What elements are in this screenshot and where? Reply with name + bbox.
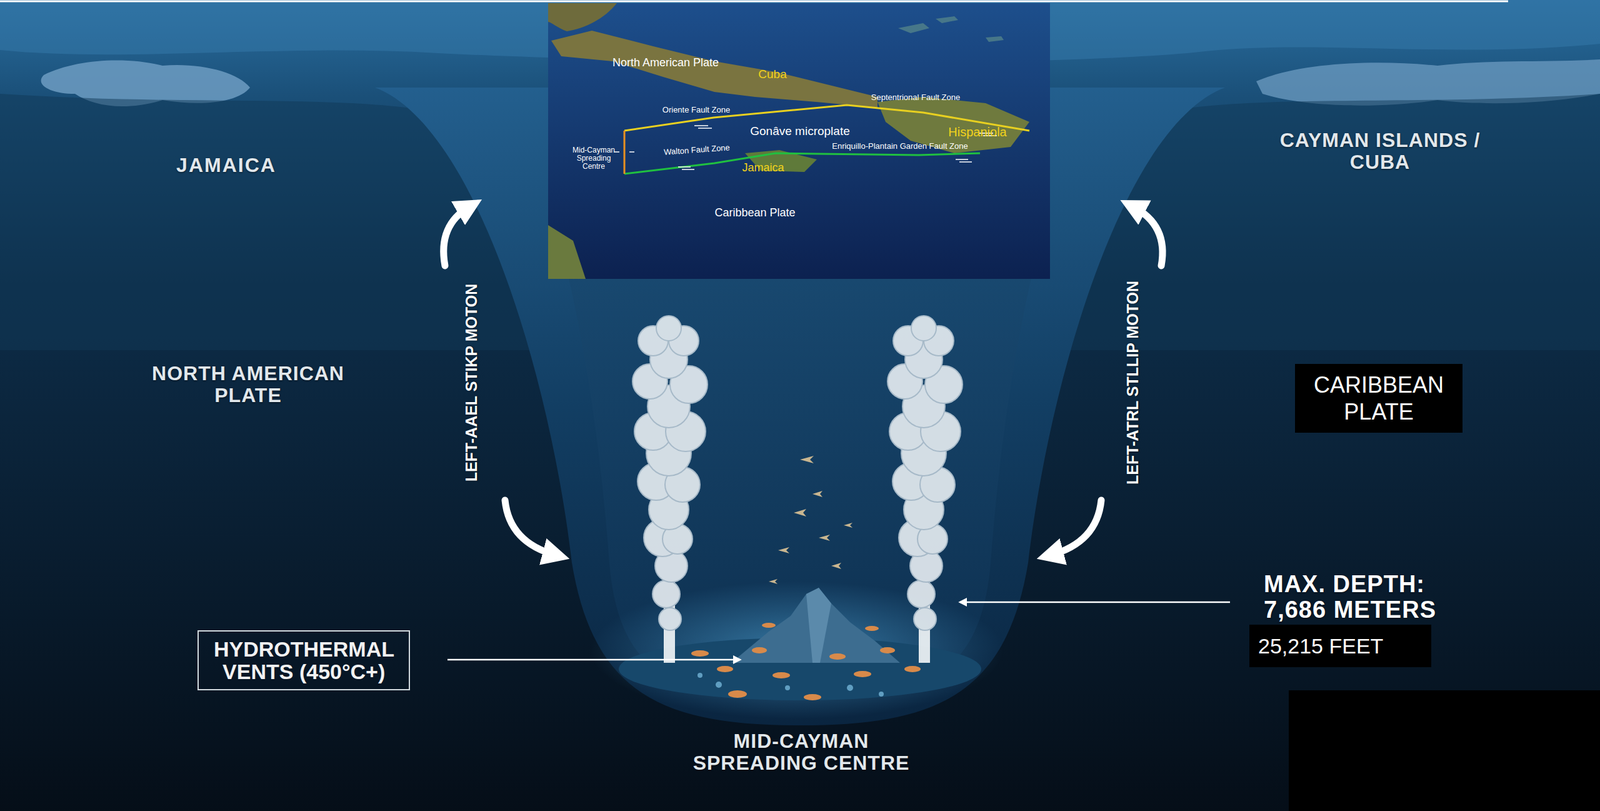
label-text: Cuba <box>758 68 787 82</box>
map-label: Mid-Cayman Spreading Centre <box>568 146 619 171</box>
label-text: LEFT-ATRL STLLIP MOTON <box>1124 280 1142 485</box>
depth-label: MAX. DEPTH: 7,686 METERS <box>1263 571 1464 623</box>
node-text: 25,215 FEET <box>1258 631 1423 660</box>
place-label: CAYMAN ISLANDS / CUBA <box>1264 129 1496 173</box>
feature-label: MID-CAYMAN SPREADING CENTRE <box>682 730 920 774</box>
depth-box: 25,215 FEET <box>1249 624 1432 667</box>
plate-label: NORTH AMERICAN PLATE <box>132 362 364 406</box>
label-text: CAYMAN ISLANDS / CUBA <box>1264 129 1496 173</box>
label-text: Hispaniola <box>948 125 1007 140</box>
label-text: North American Plate <box>612 56 719 69</box>
label-text: Caribbean Plate <box>714 206 795 219</box>
node-text: CARIBBEAN PLATE <box>1313 371 1444 425</box>
map-label: Hispaniola <box>948 125 1007 140</box>
map-label: Cuba <box>758 68 787 82</box>
fault-label: Septentrional Fault Zone <box>871 93 960 102</box>
fault-label: Enriquillo-Plantain Garden Fault Zone <box>831 141 969 151</box>
node-text: HYDROTHERMAL VENTS (450°C+) <box>213 637 394 683</box>
label-text: Mid-Cayman Spreading Centre <box>568 146 619 171</box>
label-text: MID-CAYMAN SPREADING CENTRE <box>682 730 920 774</box>
map-label: Gonâve microplate <box>750 125 850 139</box>
map-label: North American Plate <box>612 56 719 69</box>
label-text: NORTH AMERICAN PLATE <box>132 362 364 406</box>
motion-label: LEFT-ATRL STLLIP MOTON <box>1124 280 1142 485</box>
label-text: Enriquillo-Plantain Garden Fault Zone <box>831 141 969 151</box>
label-text: JAMAICA <box>176 154 277 177</box>
label-text: Jamaica <box>741 161 784 174</box>
motion-label: LEFT-AAEL STIKP MOTON <box>463 283 480 482</box>
label-text: LEFT-AAEL STIKP MOTON <box>463 283 480 482</box>
place-label: JAMAICA <box>176 154 277 177</box>
label-text: Septentrional Fault Zone <box>871 93 960 102</box>
map-label: Jamaica <box>741 161 784 174</box>
fault-label: Oriente Fault Zone <box>662 105 730 115</box>
label-text: MAX. DEPTH: 7,686 METERS <box>1263 571 1464 623</box>
plate-box: CARIBBEAN PLATE <box>1295 363 1463 433</box>
map-label: Caribbean Plate <box>714 206 795 219</box>
label-text: Oriente Fault Zone <box>662 105 730 115</box>
label-text: Gonâve microplate <box>750 125 850 139</box>
callout-box: HYDROTHERMAL VENTS (450°C+) <box>197 630 410 690</box>
